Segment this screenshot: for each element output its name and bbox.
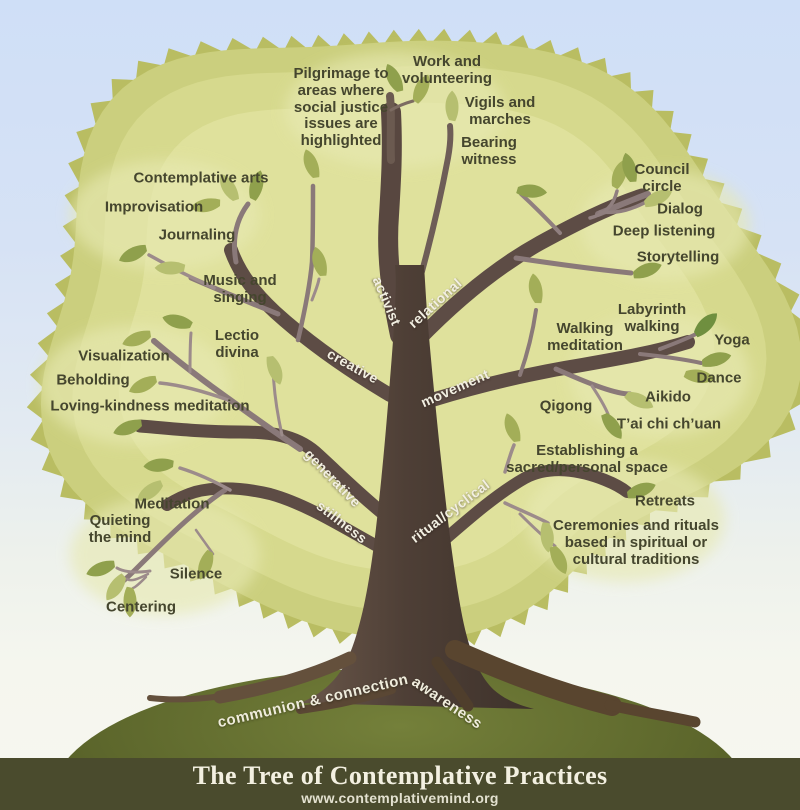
practice-label-quieting: Quieting the mind <box>88 512 152 546</box>
canopy-highlights <box>40 52 750 615</box>
practice-label-qigong: Qigong <box>539 397 593 415</box>
practice-label-contemplative-arts: Contemplative arts <box>133 169 269 187</box>
practice-label-ceremonies: Ceremonies and rituals based in spiritua… <box>553 516 719 568</box>
practice-label-council: Council circle <box>634 161 690 195</box>
practice-label-dialog: Dialog <box>657 200 703 218</box>
website-url: www.contemplativemind.org <box>301 790 499 806</box>
practice-label-journaling: Journaling <box>158 226 236 244</box>
practice-label-deep-listening: Deep listening <box>612 222 716 240</box>
practice-label-work: Work and volunteering <box>401 53 492 87</box>
practice-label-visualization: Visualization <box>78 347 170 365</box>
practice-label-yoga: Yoga <box>714 331 750 349</box>
poster-title: The Tree of Contemplative Practices <box>192 761 608 790</box>
practice-label-meditation: Meditation <box>134 495 210 513</box>
practice-label-loving-kindness: Loving-kindness meditation <box>50 397 250 415</box>
practice-label-pilgrimage: Pilgrimage to areas where social justice… <box>293 65 389 150</box>
tree-branches <box>115 92 703 590</box>
practice-label-storytelling: Storytelling <box>636 248 720 266</box>
tree-roots <box>147 640 701 728</box>
practice-label-music: Music and singing <box>203 272 277 306</box>
practice-label-establishing: Establishing a sacred/personal space <box>506 442 668 476</box>
practice-label-bearing: Bearing witness <box>461 134 517 168</box>
practice-label-beholding: Beholding <box>56 371 130 389</box>
practice-label-improvisation: Improvisation <box>104 198 204 216</box>
practice-label-dance: Dance <box>696 369 742 387</box>
practice-label-vigils: Vigils and marches <box>464 94 536 128</box>
practice-label-walking-meditation: Walking meditation <box>547 320 623 354</box>
practice-label-aikido: Aikido <box>645 388 691 406</box>
tree-trunk <box>300 265 534 709</box>
practice-label-silence: Silence <box>169 565 223 583</box>
title-bar: The Tree of Contemplative Practices www.… <box>0 758 800 810</box>
practice-label-centering: Centering <box>105 598 177 616</box>
practice-label-labyrinth: Labyrinth walking <box>617 301 687 335</box>
practice-label-taichi: T’ai chi ch’uan <box>616 415 722 433</box>
practice-label-retreats: Retreats <box>634 492 696 510</box>
practice-label-lectio: Lectio divina <box>214 327 260 361</box>
